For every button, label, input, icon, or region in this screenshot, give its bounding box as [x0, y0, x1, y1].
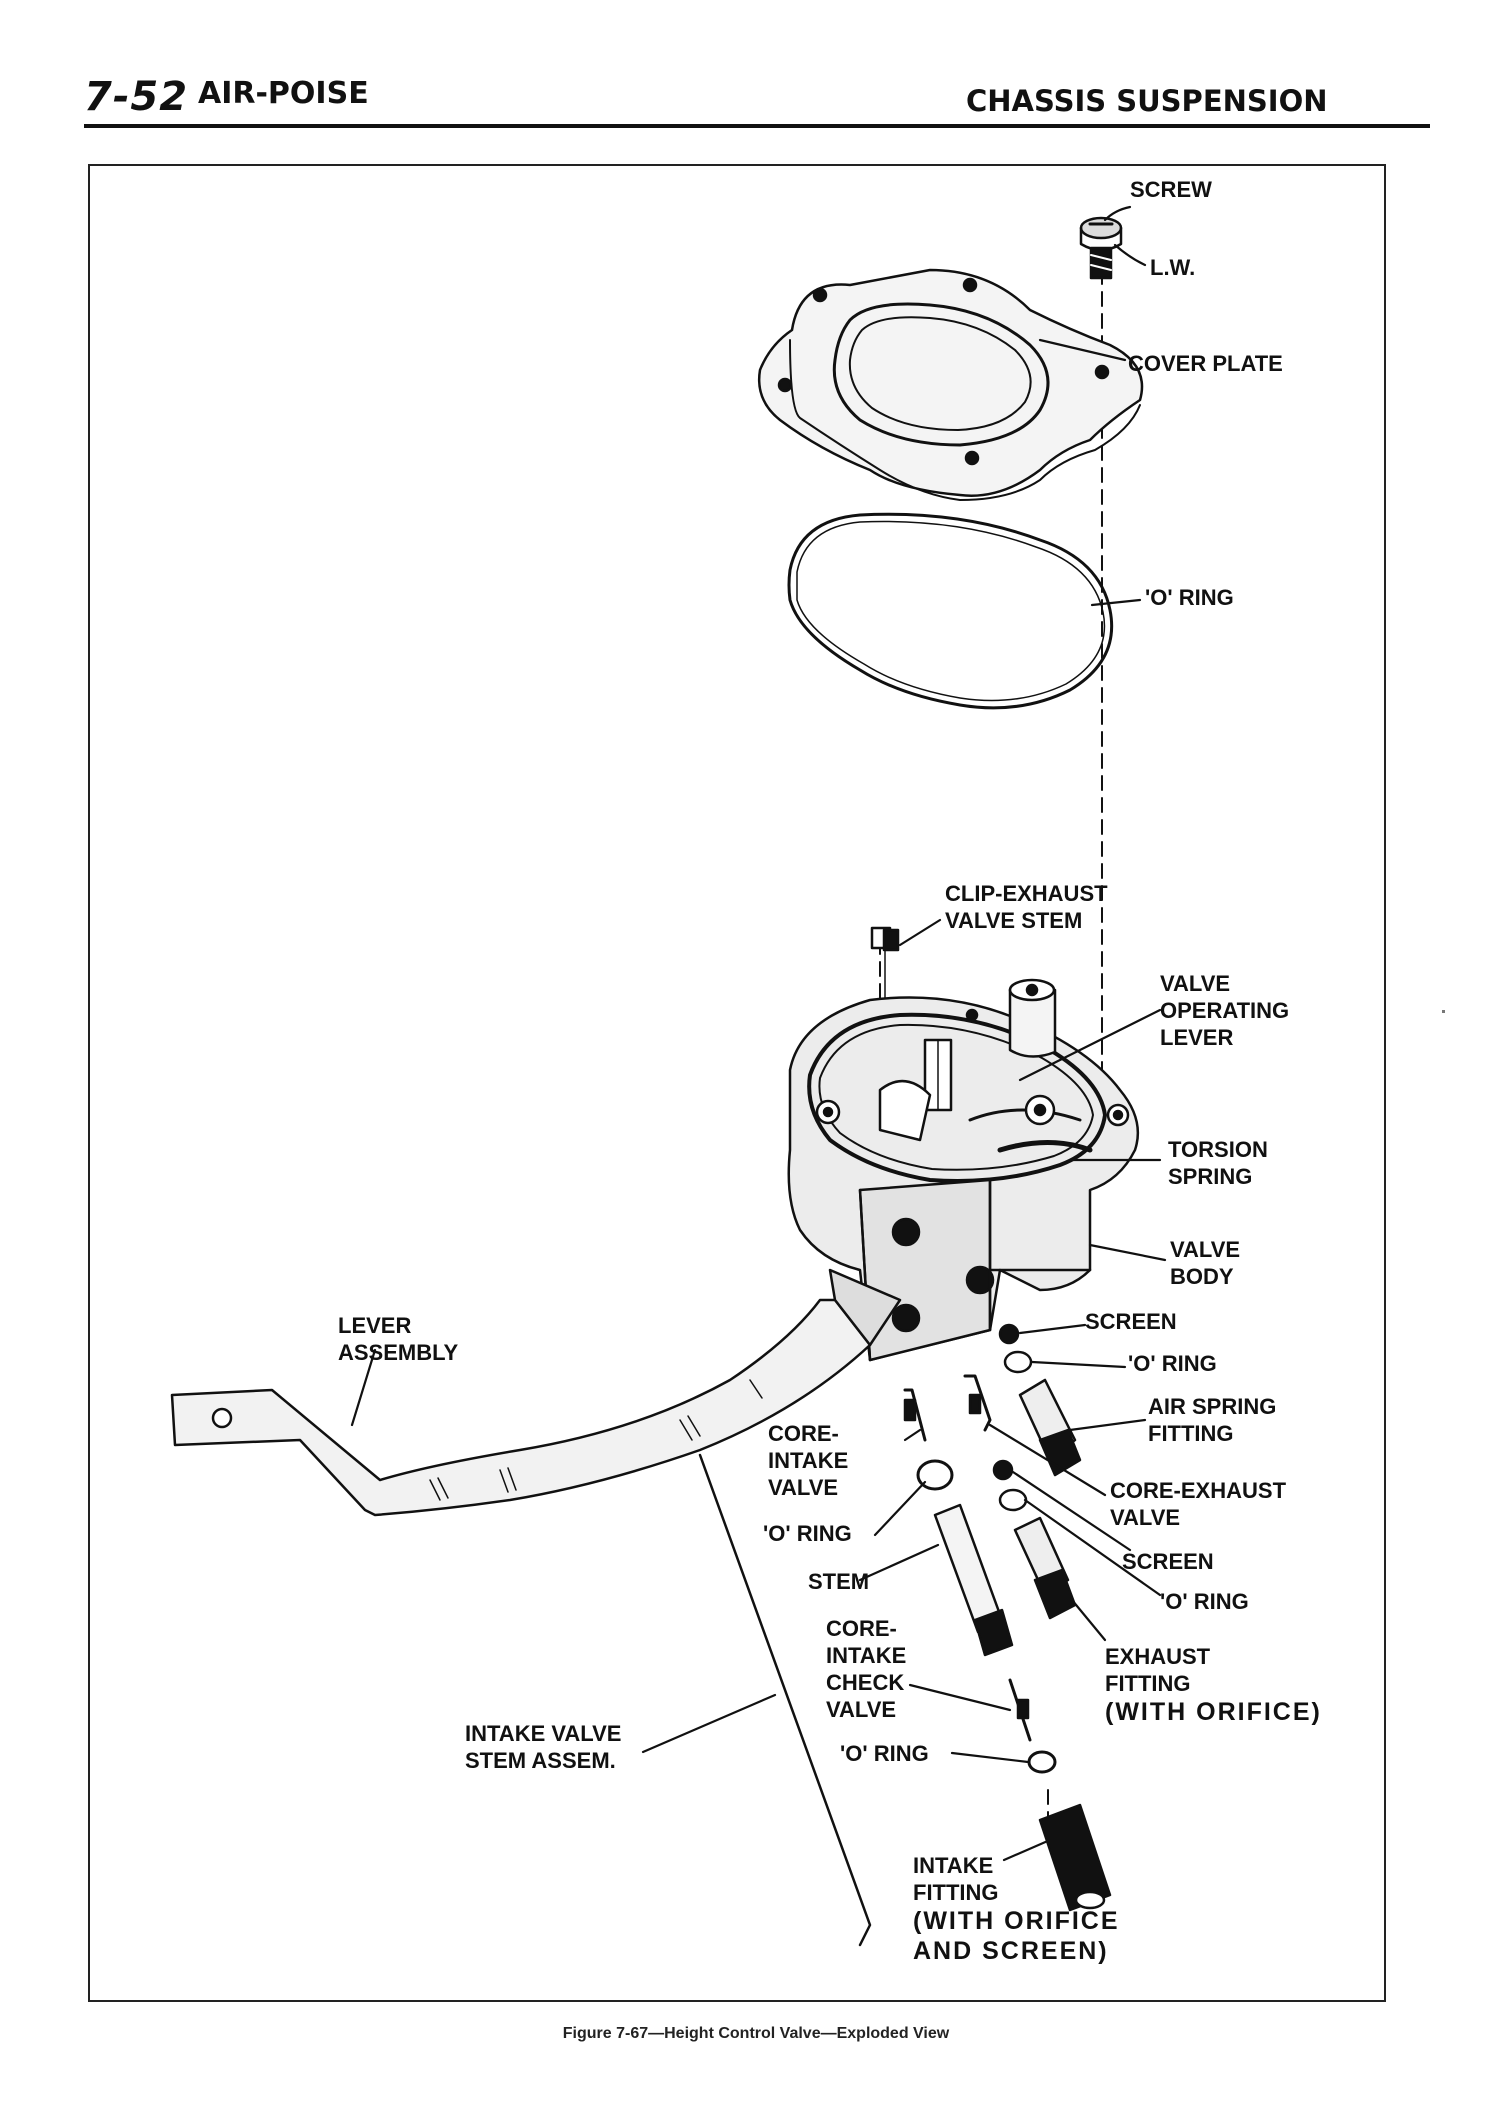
cover-plate-part — [757, 268, 1144, 501]
label-o-ring-2: 'O' RING — [763, 1521, 852, 1546]
label-line: EXHAUST — [1105, 1644, 1211, 1669]
label-line: INTAKE VALVE — [465, 1721, 622, 1746]
section-title: AIR-POISE — [198, 76, 369, 111]
o-ring-2-part — [998, 1488, 1028, 1512]
label-o-ring-4: 'O' RING — [840, 1741, 929, 1766]
intake-valve-stem-bracket — [698, 1453, 872, 1947]
o-ring-4-part — [1027, 1750, 1057, 1774]
air-spring-fitting-part — [1018, 1378, 1082, 1477]
label-line: LEVER — [338, 1313, 412, 1338]
label-exhaust-fitting: EXHAUST FITTING (WITH ORIFICE) — [1105, 1643, 1322, 1727]
label-line: STEM ASSEM. — [465, 1748, 616, 1773]
label-line: VALVE — [1170, 1237, 1241, 1262]
label-intake-fitting: INTAKE FITTING (WITH ORIFICE AND SCREEN) — [913, 1852, 1120, 1966]
label-line: INTAKE — [826, 1643, 907, 1668]
label-line: ASSEMBLY — [338, 1340, 459, 1365]
label-line: VALVE — [768, 1475, 839, 1500]
label-line: CORE-EXHAUST — [1110, 1478, 1287, 1503]
cover-o-ring-part — [787, 512, 1114, 710]
label-line: CHECK — [826, 1670, 905, 1695]
core-intake-valve-part — [903, 1388, 927, 1442]
label-line: INTAKE — [913, 1853, 994, 1878]
label-screw: SCREW — [1130, 177, 1212, 202]
label-screen-1: SCREEN — [1085, 1309, 1177, 1334]
core-intake-check-valve-part — [1008, 1678, 1032, 1742]
label-core-exhaust-valve: CORE-EXHAUST VALVE — [1110, 1477, 1286, 1531]
label-o-ring-1: 'O' RING — [1128, 1351, 1217, 1376]
stem-part — [933, 1503, 1014, 1657]
core-exhaust-valve-part — [963, 1374, 992, 1432]
label-line: (WITH ORIFICE — [913, 1907, 1120, 1935]
label-line: AIR SPRING — [1148, 1394, 1277, 1419]
label-line: INTAKE — [768, 1448, 849, 1473]
label-valve-operating-lever: VALVE OPERATING LEVER — [1160, 970, 1289, 1051]
label-core-intake-check-valve: CORE- INTAKE CHECK VALVE — [826, 1615, 906, 1723]
label-line: VALVE — [1110, 1505, 1181, 1530]
label-screen-2: SCREEN — [1122, 1549, 1214, 1574]
label-clip-exhaust-valve-stem: CLIP-EXHAUST VALVE STEM — [945, 880, 1108, 934]
screen-2-part — [992, 1459, 1014, 1481]
label-air-spring-fitting: AIR SPRING FITTING — [1148, 1393, 1276, 1447]
clip-part — [870, 926, 900, 1051]
label-line: BODY — [1170, 1264, 1234, 1289]
label-cover-plate: COVER PLATE — [1128, 351, 1283, 376]
label-line: FITTING — [1148, 1421, 1234, 1446]
label-line: VALVE — [1160, 971, 1231, 996]
label-line: CORE- — [768, 1421, 839, 1446]
label-o-ring-cover: 'O' RING — [1145, 585, 1234, 610]
label-line: CLIP-EXHAUST — [945, 881, 1108, 906]
label-line: (WITH ORIFICE) — [1105, 1698, 1322, 1726]
label-line: TORSION — [1168, 1137, 1268, 1162]
intake-fitting-part — [1038, 1803, 1112, 1912]
label-line: FITTING — [913, 1880, 999, 1905]
figure-caption: Figure 7-67—Height Control Valve—Explode… — [562, 2025, 950, 2042]
valve-body-part — [787, 978, 1140, 1362]
label-line: VALVE — [826, 1697, 897, 1722]
leader-lines — [350, 205, 1167, 1862]
label-line: CORE- — [826, 1616, 897, 1641]
header-rule — [84, 124, 1430, 128]
lever-assembly-part — [170, 1268, 902, 1517]
exhaust-fitting-part — [1013, 1516, 1077, 1620]
label-lock-washer: L.W. — [1150, 255, 1196, 280]
label-valve-body: VALVE BODY — [1170, 1236, 1240, 1290]
o-ring-1-part — [1003, 1350, 1033, 1374]
o-ring-3-part — [916, 1459, 954, 1491]
screw-part — [1079, 216, 1123, 280]
label-o-ring-3: 'O' RING — [1160, 1589, 1249, 1614]
label-line: LEVER — [1160, 1025, 1234, 1050]
label-line: SPRING — [1168, 1164, 1253, 1189]
label-core-intake-valve: CORE- INTAKE VALVE — [768, 1420, 848, 1501]
label-line: VALVE STEM — [945, 908, 1083, 933]
chapter-title: CHASSIS SUSPENSION — [966, 84, 1328, 118]
page-number: 7-52 — [84, 74, 189, 120]
figure-frame — [88, 164, 1386, 2002]
scan-speck — [1442, 1010, 1445, 1013]
label-line: OPERATING — [1160, 998, 1290, 1023]
label-stem: STEM — [808, 1569, 870, 1594]
label-lever-assembly: LEVER ASSEMBLY — [338, 1312, 458, 1366]
screen-1-part — [998, 1323, 1020, 1345]
label-line: FITTING — [1105, 1671, 1191, 1696]
label-intake-valve-stem-assem: INTAKE VALVE STEM ASSEM. — [465, 1720, 621, 1774]
label-line: AND SCREEN) — [913, 1937, 1109, 1965]
label-torsion-spring: TORSION SPRING — [1168, 1136, 1268, 1190]
